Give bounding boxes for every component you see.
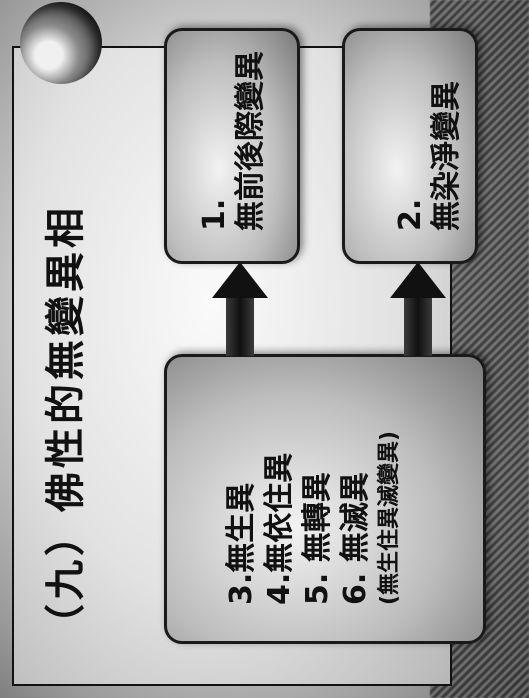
left-box-line1: 3.無生異	[224, 482, 259, 605]
left-box-line5: (無生住異滅變異)	[377, 430, 402, 605]
right-top-line1: 1.	[197, 198, 232, 231]
page-title: （九）佛性的無變異相	[42, 204, 89, 644]
right-bottom-line1: 2.	[393, 198, 428, 231]
arrow-right-icon	[212, 262, 268, 356]
arrow-shaft	[226, 294, 254, 356]
arrow-shaft	[404, 294, 432, 356]
right-top-box: 1. 無前後際變異	[164, 28, 300, 264]
right-bottom-line2: 無染淨變異	[429, 81, 464, 231]
arrow-head	[212, 262, 268, 298]
slide-frame: （九）佛性的無變異相 3.無生異 4.無依住異 5. 無轉異 6. 無滅異 (無…	[12, 2, 486, 686]
left-box-line3: 5. 無轉異	[300, 472, 335, 605]
right-bottom-box: 2. 無染淨變異	[342, 28, 478, 264]
left-box-line4: 6. 無滅異	[338, 472, 373, 605]
left-box-line2: 4.無依住異	[262, 452, 297, 605]
right-top-line2: 無前後際變異	[233, 51, 268, 231]
arrow-head	[390, 262, 446, 298]
left-box: 3.無生異 4.無依住異 5. 無轉異 6. 無滅異 (無生住異滅變異)	[164, 354, 486, 644]
circular-logo-icon	[20, 2, 102, 84]
arrow-right-icon	[390, 262, 446, 356]
